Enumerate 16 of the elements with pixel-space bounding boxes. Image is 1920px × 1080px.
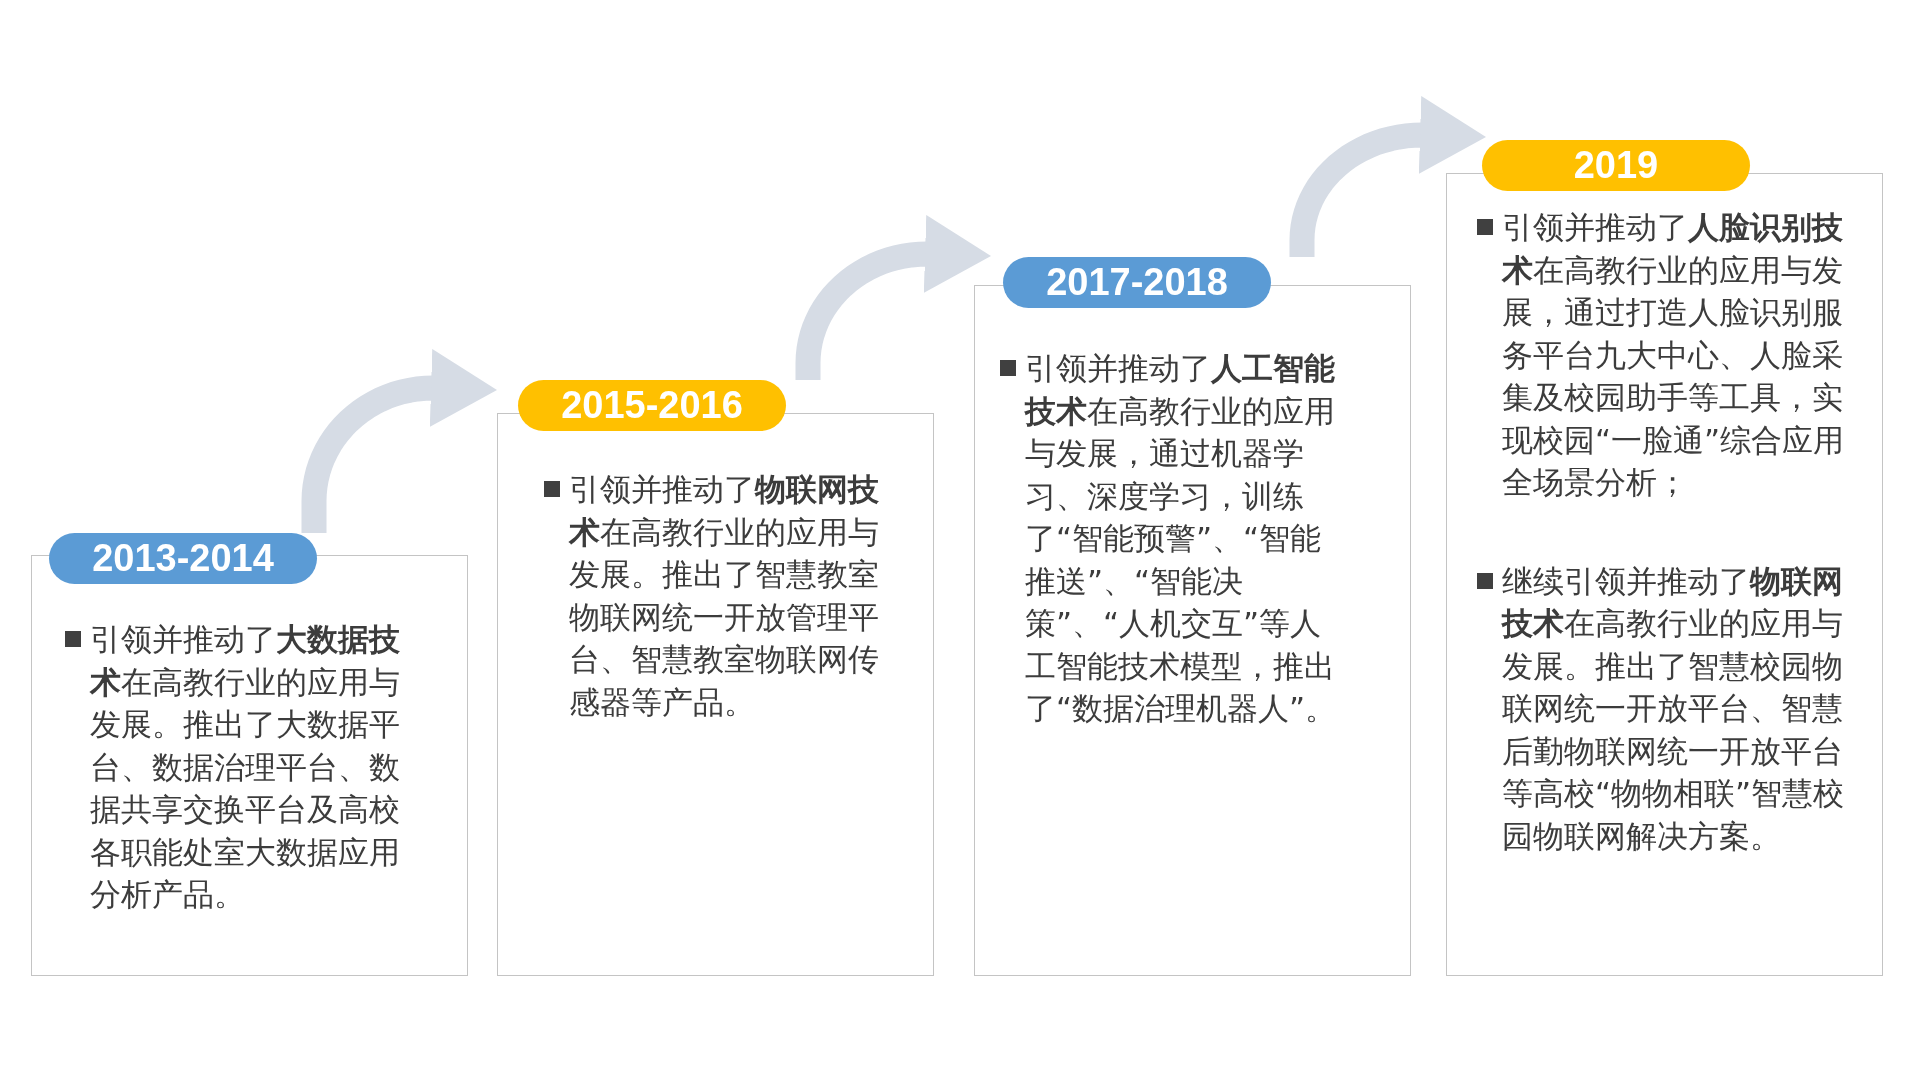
curved-arrow xyxy=(301,348,498,533)
description-text: 继续引领并推动了物联网技术在高教行业的应用与发展。推出了智慧校园物联网统一开放平台、智慧后勤物联网统一开放平台等高校“物物相联”智慧校园物联网解决方案。 xyxy=(1502,561,1846,856)
curved-arrow xyxy=(795,214,992,380)
description-text: 引领并推动了物联网技术在高教行业的应用与发展。推出了智慧教室物联网统一开放管理平台、智慧教室物联网传感器等产品。 xyxy=(569,470,880,722)
timeline-card xyxy=(974,257,1411,976)
year-badge: 2017-2018 xyxy=(1003,257,1271,308)
timeline-card xyxy=(31,533,468,976)
timeline-card xyxy=(1446,140,1883,976)
timeline-card xyxy=(497,380,934,976)
description-text: 引领并推动了人工智能技术在高教行业的应用与发展，通过机器学习、深度学习，训练了“智能预警”、“智能推送”、“智能决策”、“人机交互”等人工智能技术模型，推出了“数据治理机器人”。 xyxy=(1025,349,1338,728)
description-text: 引领并推动了人脸识别技术在高教行业的应用与发展，通过打造人脸识别服务平台九大中心、人脸采集及校园助手等工具，实现校园“一脸通”综合应用全场景分析； xyxy=(1502,208,1846,502)
description-text: 引领并推动了大数据技术在高教行业的应用与发展。推出了大数据平台、数据治理平台、数据共享交换平台及高校各职能处室大数据应用分析产品。 xyxy=(90,620,401,914)
year-badge: 2015-2016 xyxy=(518,380,786,431)
year-badge: 2013-2014 xyxy=(49,533,317,584)
curved-arrow xyxy=(1289,95,1487,257)
year-badge: 2019 xyxy=(1482,140,1750,191)
